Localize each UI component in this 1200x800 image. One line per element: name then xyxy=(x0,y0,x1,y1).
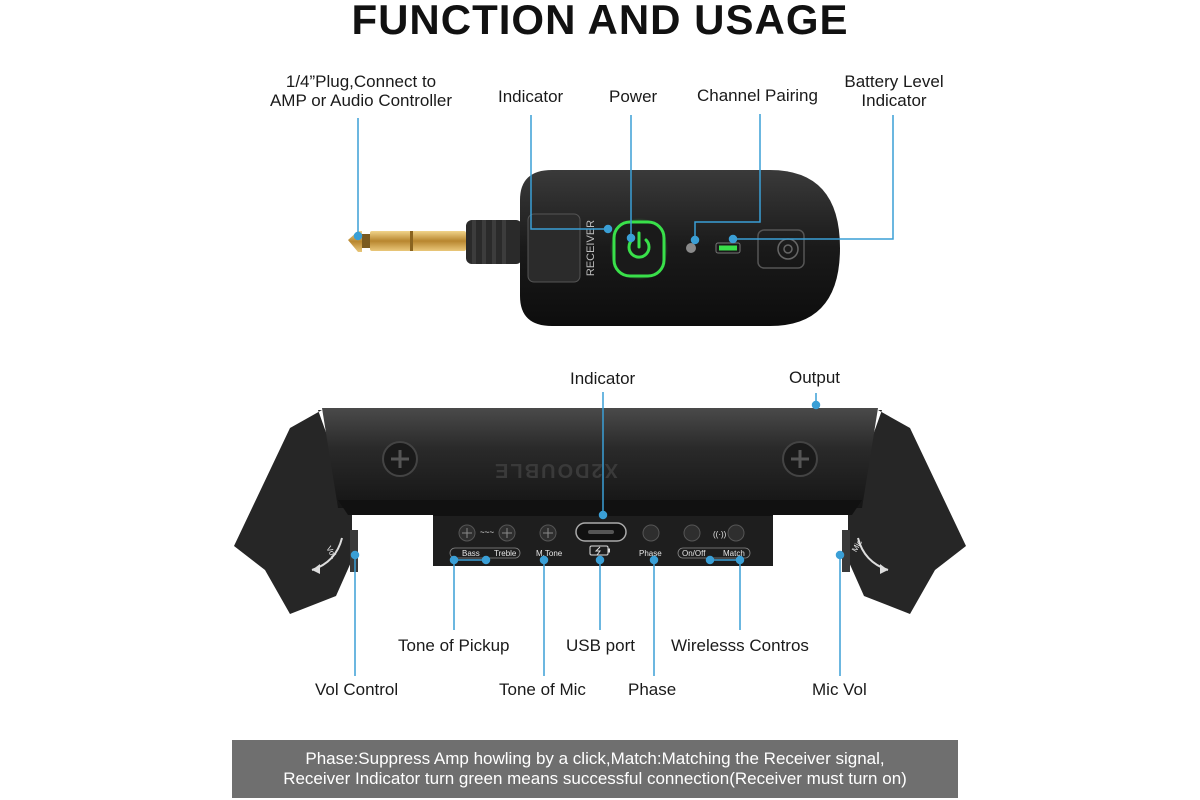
match-text: Match xyxy=(723,549,745,558)
phase-button[interactable] xyxy=(642,524,660,542)
svg-text:~~~: ~~~ xyxy=(480,528,494,537)
plug-label: 1/4”Plug,Connect to AMP or Audio Control… xyxy=(266,72,456,110)
channel-pairing-button[interactable] xyxy=(686,243,696,253)
battery-label-line1: Battery Level xyxy=(844,72,944,91)
transmitter-device: X2DOUBLE ~~~ Bass Treble M.Tone xyxy=(234,408,966,614)
vol-control-wing xyxy=(234,410,352,614)
wireless-icon: ((·)) xyxy=(713,530,727,539)
transmitter-bar xyxy=(322,408,878,508)
onoff-text: On/Off xyxy=(682,549,706,558)
channel-pairing-label: Channel Pairing xyxy=(697,86,818,105)
battery-label-line2: Indicator xyxy=(861,91,927,110)
vol-control-label: Vol Control xyxy=(315,680,399,699)
mic-vol-label: Mic Vol xyxy=(812,680,867,699)
battery-label: Battery Level Indicator xyxy=(838,72,950,110)
receiver-callouts xyxy=(353,114,894,245)
mic-vol-wing xyxy=(848,410,966,614)
tone-of-pickup-label: Tone of Pickup xyxy=(398,636,510,655)
treble-knob[interactable] xyxy=(498,524,516,542)
usage-note: Phase:Suppress Amp howling by a click,Ma… xyxy=(232,740,958,798)
mtone-text: M.Tone xyxy=(536,549,563,558)
phase-text: Phase xyxy=(639,549,662,558)
bass-knob[interactable] xyxy=(458,524,476,542)
usage-note-line2: Receiver Indicator turn green means succ… xyxy=(283,769,907,788)
mic-tone-knob[interactable] xyxy=(539,524,557,542)
brand-logo: X2DOUBLE xyxy=(493,459,618,481)
battery-level-indicator xyxy=(715,242,741,254)
quarter-inch-plug xyxy=(348,231,466,252)
output-label: Output xyxy=(789,368,841,387)
power-button[interactable] xyxy=(610,218,668,280)
plug-label-line2: AMP or Audio Controller xyxy=(269,91,453,110)
charging-icon xyxy=(589,545,610,556)
power-label: Power xyxy=(609,87,658,106)
receiver-text: RECEIVER xyxy=(585,220,597,276)
wireless-match-button[interactable] xyxy=(727,524,745,542)
page-title: FUNCTION AND USAGE xyxy=(351,0,849,43)
usage-note-line1: Phase:Suppress Amp howling by a click,Ma… xyxy=(305,749,885,768)
power-icon xyxy=(627,231,651,259)
treble-text: Treble xyxy=(494,549,517,558)
wireless-controls-label: Wirelesss Contros xyxy=(671,636,809,655)
left-screw xyxy=(382,441,418,477)
wireless-onoff-button[interactable] xyxy=(683,524,701,542)
usb-port-label: USB port xyxy=(566,636,635,655)
plug-label-line1: 1/4”Plug,Connect to xyxy=(285,72,437,91)
tone-of-mic-label: Tone of Mic xyxy=(499,680,586,699)
phase-label: Phase xyxy=(628,680,677,699)
transmitter-indicator-label: Indicator xyxy=(570,369,636,388)
receiver-indicator-label: Indicator xyxy=(498,87,564,106)
right-screw xyxy=(782,441,818,477)
transmitter-callouts xyxy=(350,392,845,676)
receiver-device: RECEIVER xyxy=(348,170,840,326)
bass-text: Bass xyxy=(462,549,480,558)
